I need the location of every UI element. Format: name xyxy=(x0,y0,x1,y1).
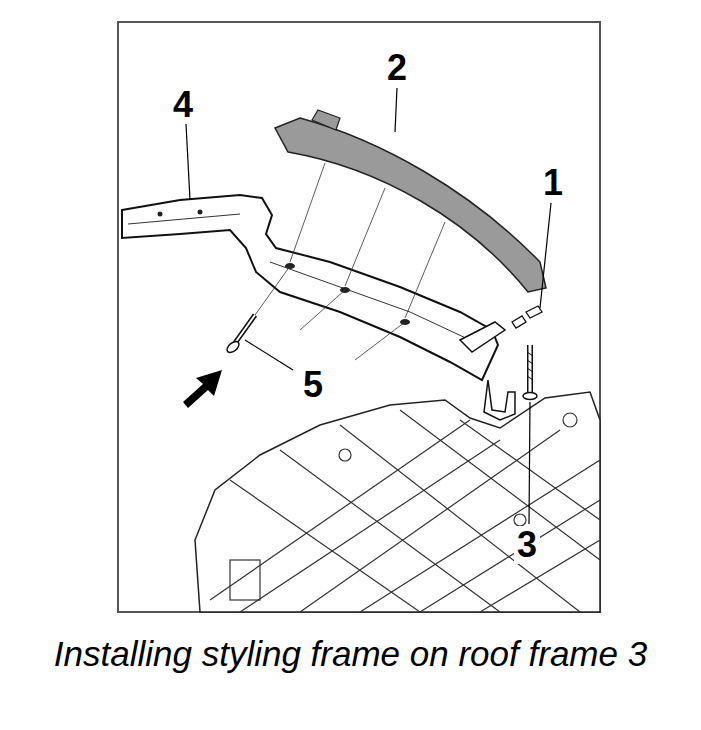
callout-number: 4 xyxy=(170,86,196,124)
leader-line xyxy=(529,402,530,524)
rib-lines xyxy=(230,410,600,612)
styling-tab xyxy=(312,110,340,130)
screw xyxy=(235,315,255,343)
frame-hook xyxy=(484,380,515,420)
frame-border xyxy=(118,22,600,612)
hole xyxy=(514,514,526,526)
direction-arrow xyxy=(183,370,222,408)
callout-number: 1 xyxy=(540,164,566,202)
callout-number: 3 xyxy=(514,526,540,564)
screw-head xyxy=(225,339,241,354)
figure-caption: Installing styling frame on roof frame 3 xyxy=(18,632,683,676)
screw-thread xyxy=(527,352,533,380)
body-structure xyxy=(195,392,600,612)
callout-number: 2 xyxy=(384,49,410,87)
styling-frame xyxy=(275,118,546,292)
screw-head xyxy=(523,393,537,400)
screw xyxy=(235,315,255,343)
roof-frame xyxy=(122,195,498,380)
leader-line xyxy=(540,203,551,308)
frame-edge xyxy=(128,214,470,340)
bracket xyxy=(230,560,260,600)
assembly-line xyxy=(248,163,445,360)
clip xyxy=(512,306,542,328)
screw xyxy=(527,345,533,392)
callout-number: 5 xyxy=(300,366,326,404)
leader-line xyxy=(186,124,190,200)
leader-line xyxy=(245,340,293,370)
hole xyxy=(339,449,351,461)
hole xyxy=(563,413,577,427)
frame-arm xyxy=(460,322,505,352)
hole xyxy=(158,212,163,217)
screw xyxy=(529,345,532,392)
leader-line xyxy=(395,88,397,132)
hole xyxy=(198,210,203,215)
body-ribs xyxy=(210,410,600,612)
